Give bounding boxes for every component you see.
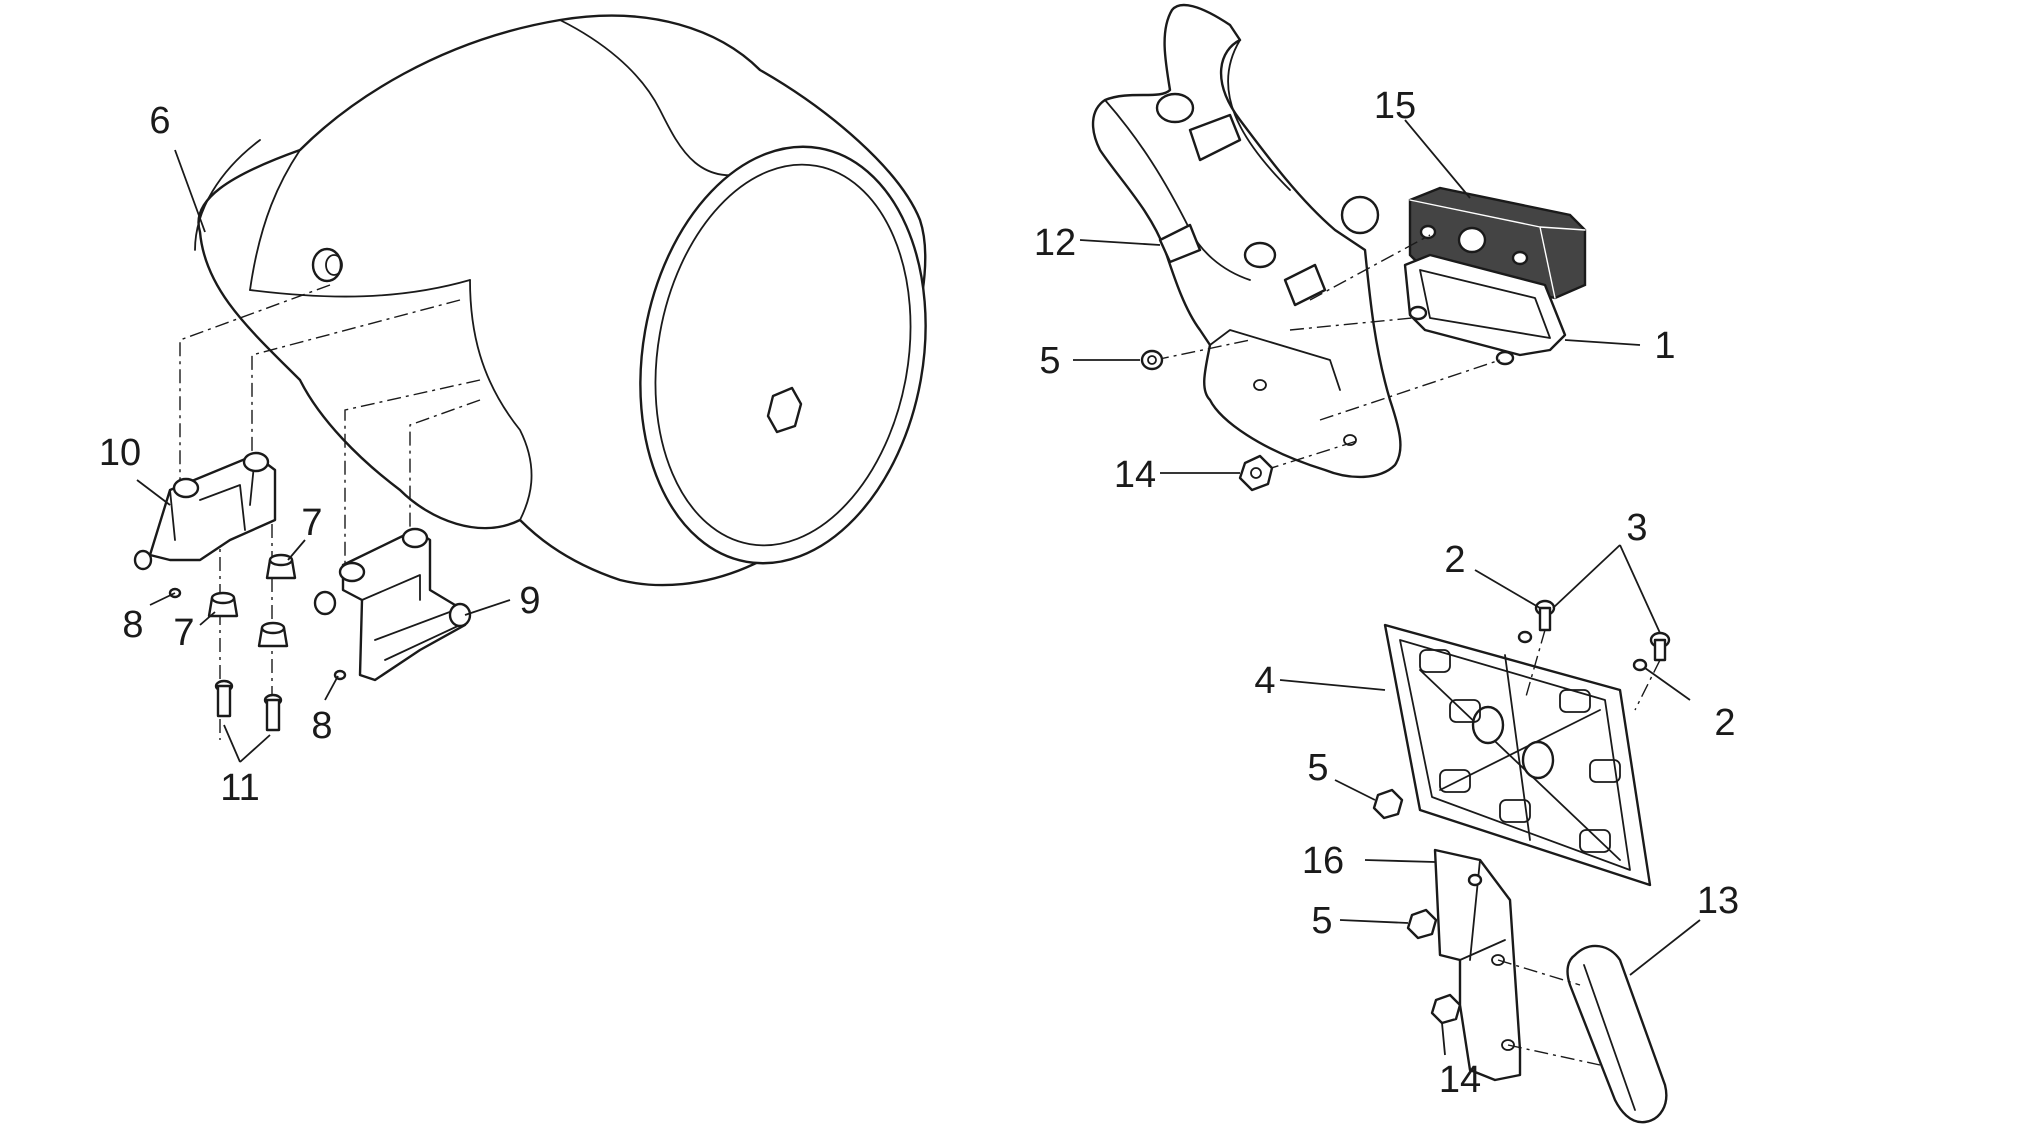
fasteners-plate-holder (1372, 599, 1671, 1025)
callout-1: 1 (1654, 325, 1675, 367)
callout-11: 11 (220, 767, 259, 809)
callout-13: 13 (1697, 880, 1739, 922)
bracket-9 (313, 527, 472, 682)
callout-14-top: 14 (1114, 454, 1156, 496)
fasteners-top-right (1140, 349, 1274, 492)
callout-5-top: 5 (1039, 340, 1060, 382)
callout-7-upper: 7 (301, 502, 322, 544)
callout-8-right: 8 (311, 705, 332, 747)
bracket-16 (1433, 848, 1522, 1082)
assembly-lines-right-bottom (1497, 629, 1661, 1066)
callout-5-lower: 5 (1311, 900, 1332, 942)
callout-2-lower: 2 (1714, 702, 1735, 744)
callout-9: 9 (519, 580, 540, 622)
callout-4: 4 (1254, 660, 1275, 702)
callout-3: 3 (1626, 507, 1647, 549)
callout-6: 6 (149, 100, 170, 142)
bracket-10 (133, 451, 277, 571)
plate-holder-4 (1383, 623, 1652, 887)
plate-support-12 (1091, 3, 1402, 479)
fasteners-left (168, 553, 347, 732)
callout-12: 12 (1034, 222, 1076, 264)
reflector-13 (1566, 944, 1668, 1124)
callout-8-left: 8 (122, 604, 143, 646)
callout-15: 15 (1374, 85, 1416, 127)
callout-2-upper: 2 (1444, 539, 1465, 581)
callout-16: 16 (1302, 840, 1344, 882)
rear-fender (194, 14, 927, 587)
lens-gasket-1 (1403, 253, 1567, 366)
callout-7-lower: 7 (173, 612, 194, 654)
leader-lines (136, 119, 1701, 1056)
callout-10: 10 (99, 432, 141, 474)
assembly-lines-right-top (1154, 234, 1501, 471)
callout-14-lower: 14 (1439, 1059, 1481, 1101)
callout-5-middle: 5 (1307, 747, 1328, 789)
callout-labels: 6 10 7 8 7 9 8 11 12 15 5 1 14 2 3 4 2 5… (99, 85, 1739, 1101)
